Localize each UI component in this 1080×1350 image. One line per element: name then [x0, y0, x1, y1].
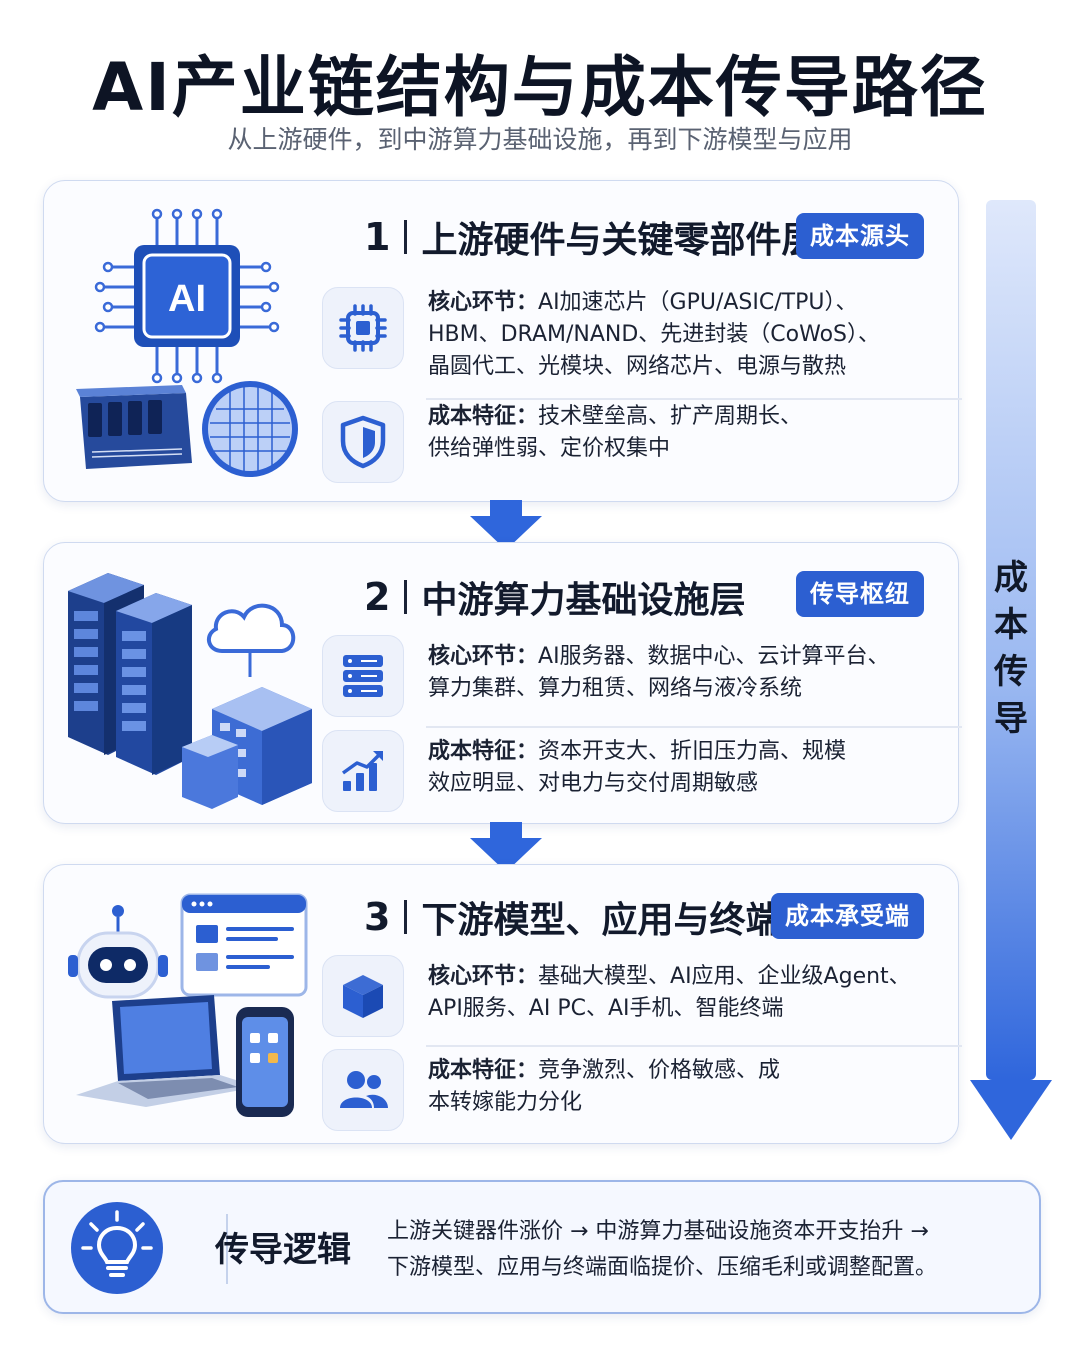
cost-features-row: 成本特征：竞争激烈、价格敏感、成本转嫁能力分化: [322, 1049, 922, 1131]
layer-heading: 2 中游算力基础设施层: [364, 571, 745, 623]
flow-arrow-down: [470, 822, 542, 872]
layer-heading-divider: [404, 580, 408, 614]
datacenter-illustration: [68, 573, 312, 809]
core-label: 核心环节：: [428, 290, 539, 315]
cost-flow-arrow: [970, 200, 1052, 1140]
core-label: 核心环节：: [428, 964, 539, 989]
cost-label: 成本特征：: [428, 1058, 539, 1083]
cost-text: 资本开支大、折旧压力高、规模效应明显、对电力与交付周期敏感: [428, 739, 847, 796]
core-text: 基础大模型、AI应用、企业级Agent、API服务、AI PC、AI手机、智能终…: [428, 964, 911, 1021]
layer-heading-divider: [404, 900, 408, 934]
core-segments-row: 核心环节：AI服务器、数据中心、云计算平台、算力集群、算力租赁、网络与液冷系统: [322, 635, 922, 717]
role-badge: 传导枢纽: [796, 571, 924, 617]
cost-label: 成本特征：: [428, 404, 539, 429]
layer-title: 上游硬件与关键零部件层: [421, 220, 818, 261]
cost-flow-label: 成本传导: [994, 558, 1028, 739]
page-title: AI产业链结构与成本传导路径: [92, 49, 988, 126]
logic-line: 下游模型、应用与终端面临提价、压缩毛利或调整配置。: [387, 1255, 938, 1280]
layer-title: 下游模型、应用与终端层: [421, 900, 818, 941]
logic-divider: [226, 1214, 228, 1284]
flow-arrow-down: [470, 500, 542, 550]
layer-card-downstream: 3 下游模型、应用与终端层 成本承受端 核心环节：基础大模型、AI应用、企业级A…: [43, 864, 962, 1144]
logic-description: 上游关键器件涨价 → 中游算力基础设施资本开支抬升 → 下游模型、应用与终端面临…: [387, 1214, 937, 1286]
cost-text: 技术壁垒高、扩产周期长、供给弹性弱、定价权集中: [428, 404, 803, 461]
layer-number: 1: [364, 215, 391, 259]
logic-title: 传导逻辑: [215, 1230, 351, 1270]
row-divider: [426, 398, 962, 400]
layer-title: 中游算力基础设施层: [421, 580, 746, 621]
layer-number: 3: [364, 895, 391, 939]
chip-icon: [322, 287, 404, 369]
row-divider: [426, 1045, 962, 1047]
transmission-logic-box: 传导逻辑 上游关键器件涨价 → 中游算力基础设施资本开支抬升 → 下游模型、应用…: [43, 1180, 1041, 1314]
layer-heading: 3 下游模型、应用与终端层: [364, 891, 817, 943]
cost-label: 成本特征：: [428, 739, 539, 764]
bar-chart-icon: [322, 730, 404, 812]
chip-label: AI: [168, 278, 206, 320]
core-text: AI加速芯片（GPU/ASIC/TPU）、HBM、DRAM/NAND、先进封装（…: [428, 290, 881, 379]
shield-icon: [322, 401, 404, 483]
lightbulb-icon: [71, 1202, 163, 1294]
cost-text: 竞争激烈、价格敏感、成本转嫁能力分化: [428, 1058, 781, 1115]
logic-line: 上游关键器件涨价 → 中游算力基础设施资本开支抬升 →: [387, 1219, 929, 1244]
role-badge: 成本源头: [796, 213, 924, 259]
layer-card-midstream: 2 中游算力基础设施层 传导枢纽 核心环节：AI服务器、数据中心、云计算平台、算…: [43, 542, 962, 824]
users-icon: [322, 1049, 404, 1131]
cost-features-row: 成本特征：资本开支大、折旧压力高、规模效应明显、对电力与交付周期敏感: [322, 730, 922, 812]
cube-icon: [322, 955, 404, 1037]
core-segments-row: 核心环节：基础大模型、AI应用、企业级Agent、API服务、AI PC、AI手…: [322, 955, 922, 1037]
layer-heading: 1 上游硬件与关键零部件层: [364, 211, 817, 263]
hardware-illustration: AI: [76, 208, 298, 477]
row-divider: [426, 726, 962, 728]
core-segments-row: 核心环节：AI加速芯片（GPU/ASIC/TPU）、HBM、DRAM/NAND、…: [322, 287, 922, 383]
cost-features-row: 成本特征：技术壁垒高、扩产周期长、供给弹性弱、定价权集中: [322, 401, 922, 483]
core-label: 核心环节：: [428, 644, 539, 669]
server-icon: [322, 635, 404, 717]
role-badge: 成本承受端: [771, 893, 924, 939]
layer-heading-divider: [404, 220, 408, 254]
core-text: AI服务器、数据中心、云计算平台、算力集群、算力租赁、网络与液冷系统: [428, 644, 890, 701]
layer-number: 2: [364, 575, 391, 619]
page-subtitle: 从上游硬件，到中游算力基础设施，再到下游模型与应用: [227, 125, 853, 154]
layer-card-upstream: AI 1 上游硬件与关键零部件层 成本源头: [43, 180, 962, 502]
apps-devices-illustration: [68, 893, 308, 1117]
